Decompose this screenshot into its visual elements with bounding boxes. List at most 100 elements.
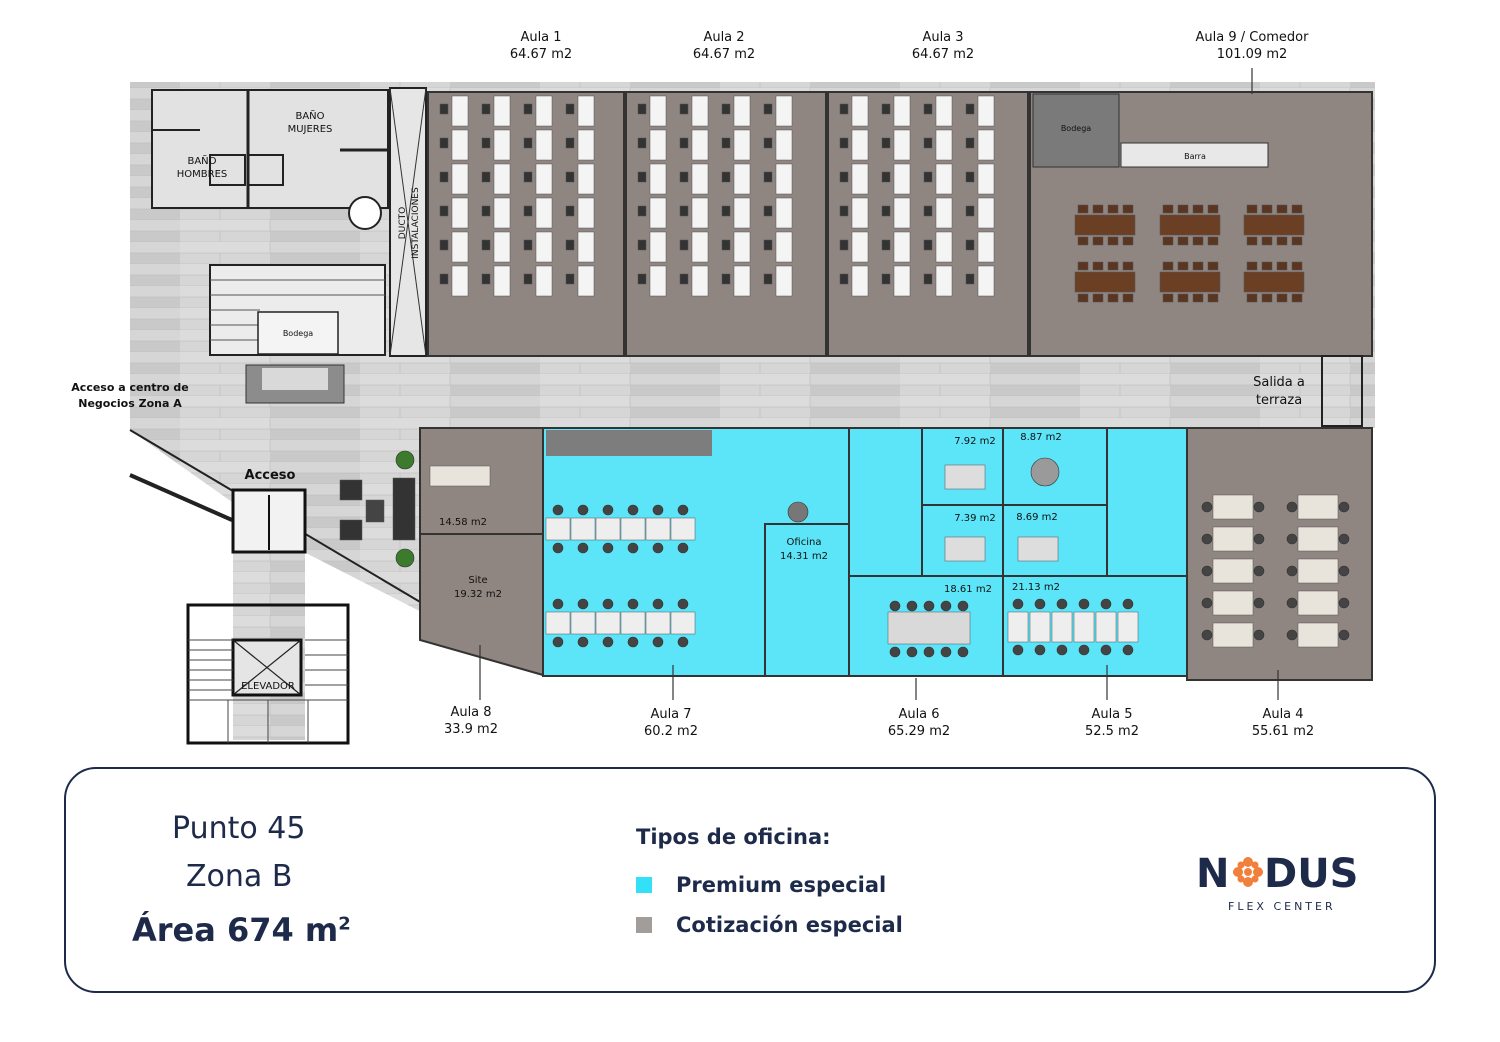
chair [1122, 644, 1134, 656]
dining-chair [1192, 236, 1204, 246]
workstation [1051, 611, 1073, 643]
dining-chair [1261, 293, 1273, 303]
desk [649, 265, 667, 297]
table [429, 465, 491, 487]
chair [523, 273, 533, 285]
workstation [1212, 526, 1254, 552]
dining-chair [1162, 293, 1174, 303]
chair [1338, 565, 1350, 577]
chair [552, 636, 564, 648]
desk [893, 231, 911, 263]
dining-table [1243, 271, 1305, 293]
chair [881, 103, 891, 115]
legend: Tipos de oficina: Premium especial Cotiz… [636, 825, 956, 985]
chair [881, 137, 891, 149]
dining-chair [1207, 204, 1219, 214]
chair [965, 205, 975, 217]
chair [679, 205, 689, 217]
chair [627, 598, 639, 610]
dining-table [1243, 214, 1305, 236]
desk [935, 231, 953, 263]
workstation [570, 611, 596, 635]
chair [1034, 598, 1046, 610]
chair [906, 646, 918, 658]
chair [481, 273, 491, 285]
workstation [595, 611, 621, 635]
chair [1201, 565, 1213, 577]
chair [923, 239, 933, 251]
chair [881, 273, 891, 285]
desk [977, 163, 995, 195]
desk [851, 265, 869, 297]
chair [679, 273, 689, 285]
desk [775, 129, 793, 161]
chair [1078, 644, 1090, 656]
dining-chair [1291, 293, 1303, 303]
desk [451, 231, 469, 263]
sofa [392, 477, 416, 541]
dining-chair [1291, 261, 1303, 271]
desk [775, 163, 793, 195]
desk [451, 163, 469, 195]
dining-chair [1207, 261, 1219, 271]
desk [577, 265, 595, 297]
chair [439, 239, 449, 251]
desk [451, 265, 469, 297]
chair [721, 103, 731, 115]
chair [1201, 533, 1213, 545]
workstation [1212, 590, 1254, 616]
nodus-logo-mark: N DUS FLEX CENTER [1196, 851, 1359, 913]
salida-label: Salida a terraza [1253, 375, 1305, 408]
chair [481, 205, 491, 217]
desk [733, 197, 751, 229]
desk [893, 95, 911, 127]
info-panel: Punto 45 Zona B Área 674 m2 Tipos de ofi… [64, 767, 1436, 993]
desk [944, 464, 986, 490]
chair [565, 171, 575, 183]
dining-chair [1177, 204, 1189, 214]
desk [1017, 536, 1059, 562]
dining-chair [1122, 293, 1134, 303]
chair [439, 137, 449, 149]
chair [677, 542, 689, 554]
desk [851, 163, 869, 195]
desk [851, 197, 869, 229]
dining-chair [1122, 236, 1134, 246]
round-table [787, 501, 809, 523]
bodega-left [257, 311, 339, 355]
desk [691, 265, 709, 297]
workstation [670, 611, 696, 635]
area-total: Área 674 m2 [132, 911, 351, 949]
dining-chair [1291, 204, 1303, 214]
svg-text:N: N [1196, 851, 1229, 897]
dining-chair [1276, 236, 1288, 246]
chair [679, 137, 689, 149]
chair [1253, 565, 1265, 577]
chair [677, 636, 689, 648]
chair [439, 103, 449, 115]
dining-chair [1122, 261, 1134, 271]
nodus-logo: N DUS FLEX CENTER [1196, 849, 1396, 919]
legend-label-cotizacion: Cotización especial [676, 913, 903, 937]
chair [839, 137, 849, 149]
zone-name: Zona B [186, 859, 293, 894]
workstation [645, 611, 671, 635]
desk [535, 129, 553, 161]
desk [691, 231, 709, 263]
desk [935, 197, 953, 229]
chair [1253, 629, 1265, 641]
chair [637, 103, 647, 115]
chair [889, 646, 901, 658]
dining-chair [1261, 236, 1273, 246]
desk [577, 197, 595, 229]
chair [839, 103, 849, 115]
desk [775, 231, 793, 263]
workstation [1095, 611, 1117, 643]
chair [839, 171, 849, 183]
chair [1201, 629, 1213, 641]
chair [1338, 501, 1350, 513]
